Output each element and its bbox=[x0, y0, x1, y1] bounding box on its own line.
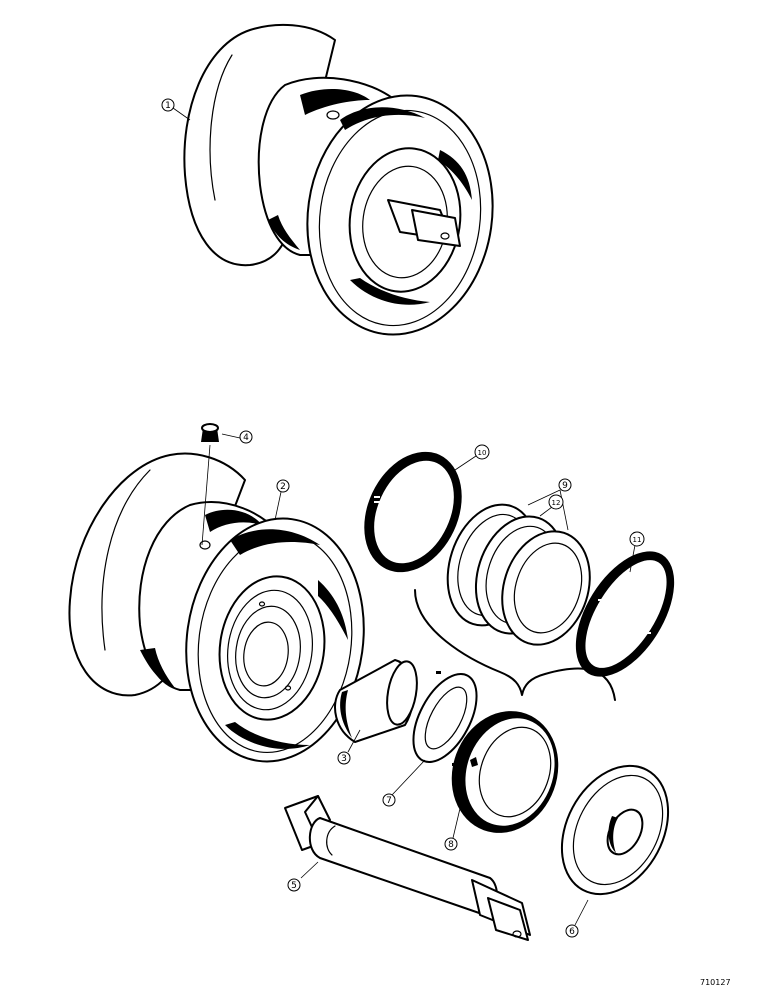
end-collar bbox=[560, 764, 670, 896]
thrust-washer bbox=[412, 671, 478, 766]
svg-text:10: 10 bbox=[478, 449, 487, 457]
plug bbox=[201, 423, 219, 546]
shaft bbox=[284, 795, 531, 941]
svg-text:12: 12 bbox=[552, 499, 561, 507]
svg-text:11: 11 bbox=[633, 536, 642, 544]
callout-2: 2 bbox=[276, 479, 290, 493]
svg-text:6: 6 bbox=[569, 927, 575, 937]
seal-housing bbox=[451, 711, 559, 833]
leader-lines bbox=[172, 107, 636, 926]
svg-text:7: 7 bbox=[386, 796, 392, 806]
callout-5: 5 bbox=[287, 878, 301, 892]
svg-text:1: 1 bbox=[165, 101, 171, 111]
seal-assembly bbox=[446, 503, 591, 646]
svg-text:3: 3 bbox=[341, 754, 347, 764]
assembled-track-roller bbox=[183, 23, 494, 336]
figure-number: 710127 bbox=[700, 978, 731, 987]
callouts: 1 2 3 4 5 6 7 8 bbox=[161, 98, 645, 938]
bushing bbox=[334, 659, 418, 743]
callout-12: 12 bbox=[548, 494, 564, 510]
callout-6: 6 bbox=[565, 924, 579, 938]
svg-text:4: 4 bbox=[243, 433, 249, 443]
callout-4: 4 bbox=[239, 430, 253, 444]
callout-10: 10 bbox=[474, 444, 490, 460]
roller-body bbox=[68, 452, 365, 763]
seal-ring-large bbox=[364, 451, 462, 573]
svg-text:8: 8 bbox=[448, 840, 454, 850]
seal-ring-small bbox=[575, 551, 675, 677]
callout-8-housing: 8 bbox=[444, 837, 458, 851]
callout-9: 9 bbox=[558, 478, 572, 492]
callout-3: 3 bbox=[337, 751, 351, 765]
svg-text:2: 2 bbox=[280, 482, 286, 492]
svg-text:9: 9 bbox=[562, 481, 568, 491]
group-bracket bbox=[414, 589, 616, 701]
callout-7: 7 bbox=[382, 793, 396, 807]
svg-text:5: 5 bbox=[291, 881, 297, 891]
callout-1: 1 bbox=[161, 98, 175, 112]
callout-11: 11 bbox=[629, 531, 645, 547]
